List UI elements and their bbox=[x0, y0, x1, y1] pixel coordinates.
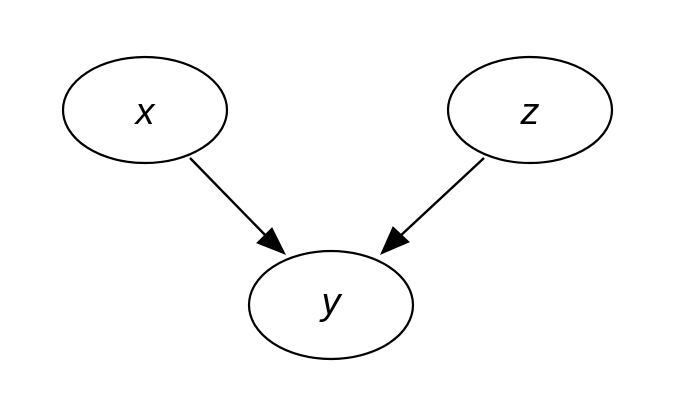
node-z-ellipse bbox=[446, 55, 614, 165]
edge-z-to-y-line bbox=[397, 157, 485, 239]
node-x-label: x bbox=[134, 91, 157, 133]
edge-z-to-y bbox=[380, 157, 485, 255]
edge-x-to-y bbox=[189, 157, 287, 255]
node-y-label: y bbox=[319, 281, 343, 323]
edge-x-to-y-arrowhead bbox=[256, 227, 287, 255]
node-x-ellipse bbox=[61, 55, 229, 165]
node-z-label: z bbox=[520, 91, 540, 133]
node-x: x bbox=[61, 55, 229, 165]
node-y: y bbox=[247, 249, 415, 361]
node-z: z bbox=[446, 55, 614, 165]
edge-z-to-y-arrowhead bbox=[380, 226, 410, 255]
edge-x-to-y-line bbox=[189, 157, 269, 239]
node-y-ellipse bbox=[247, 249, 415, 361]
